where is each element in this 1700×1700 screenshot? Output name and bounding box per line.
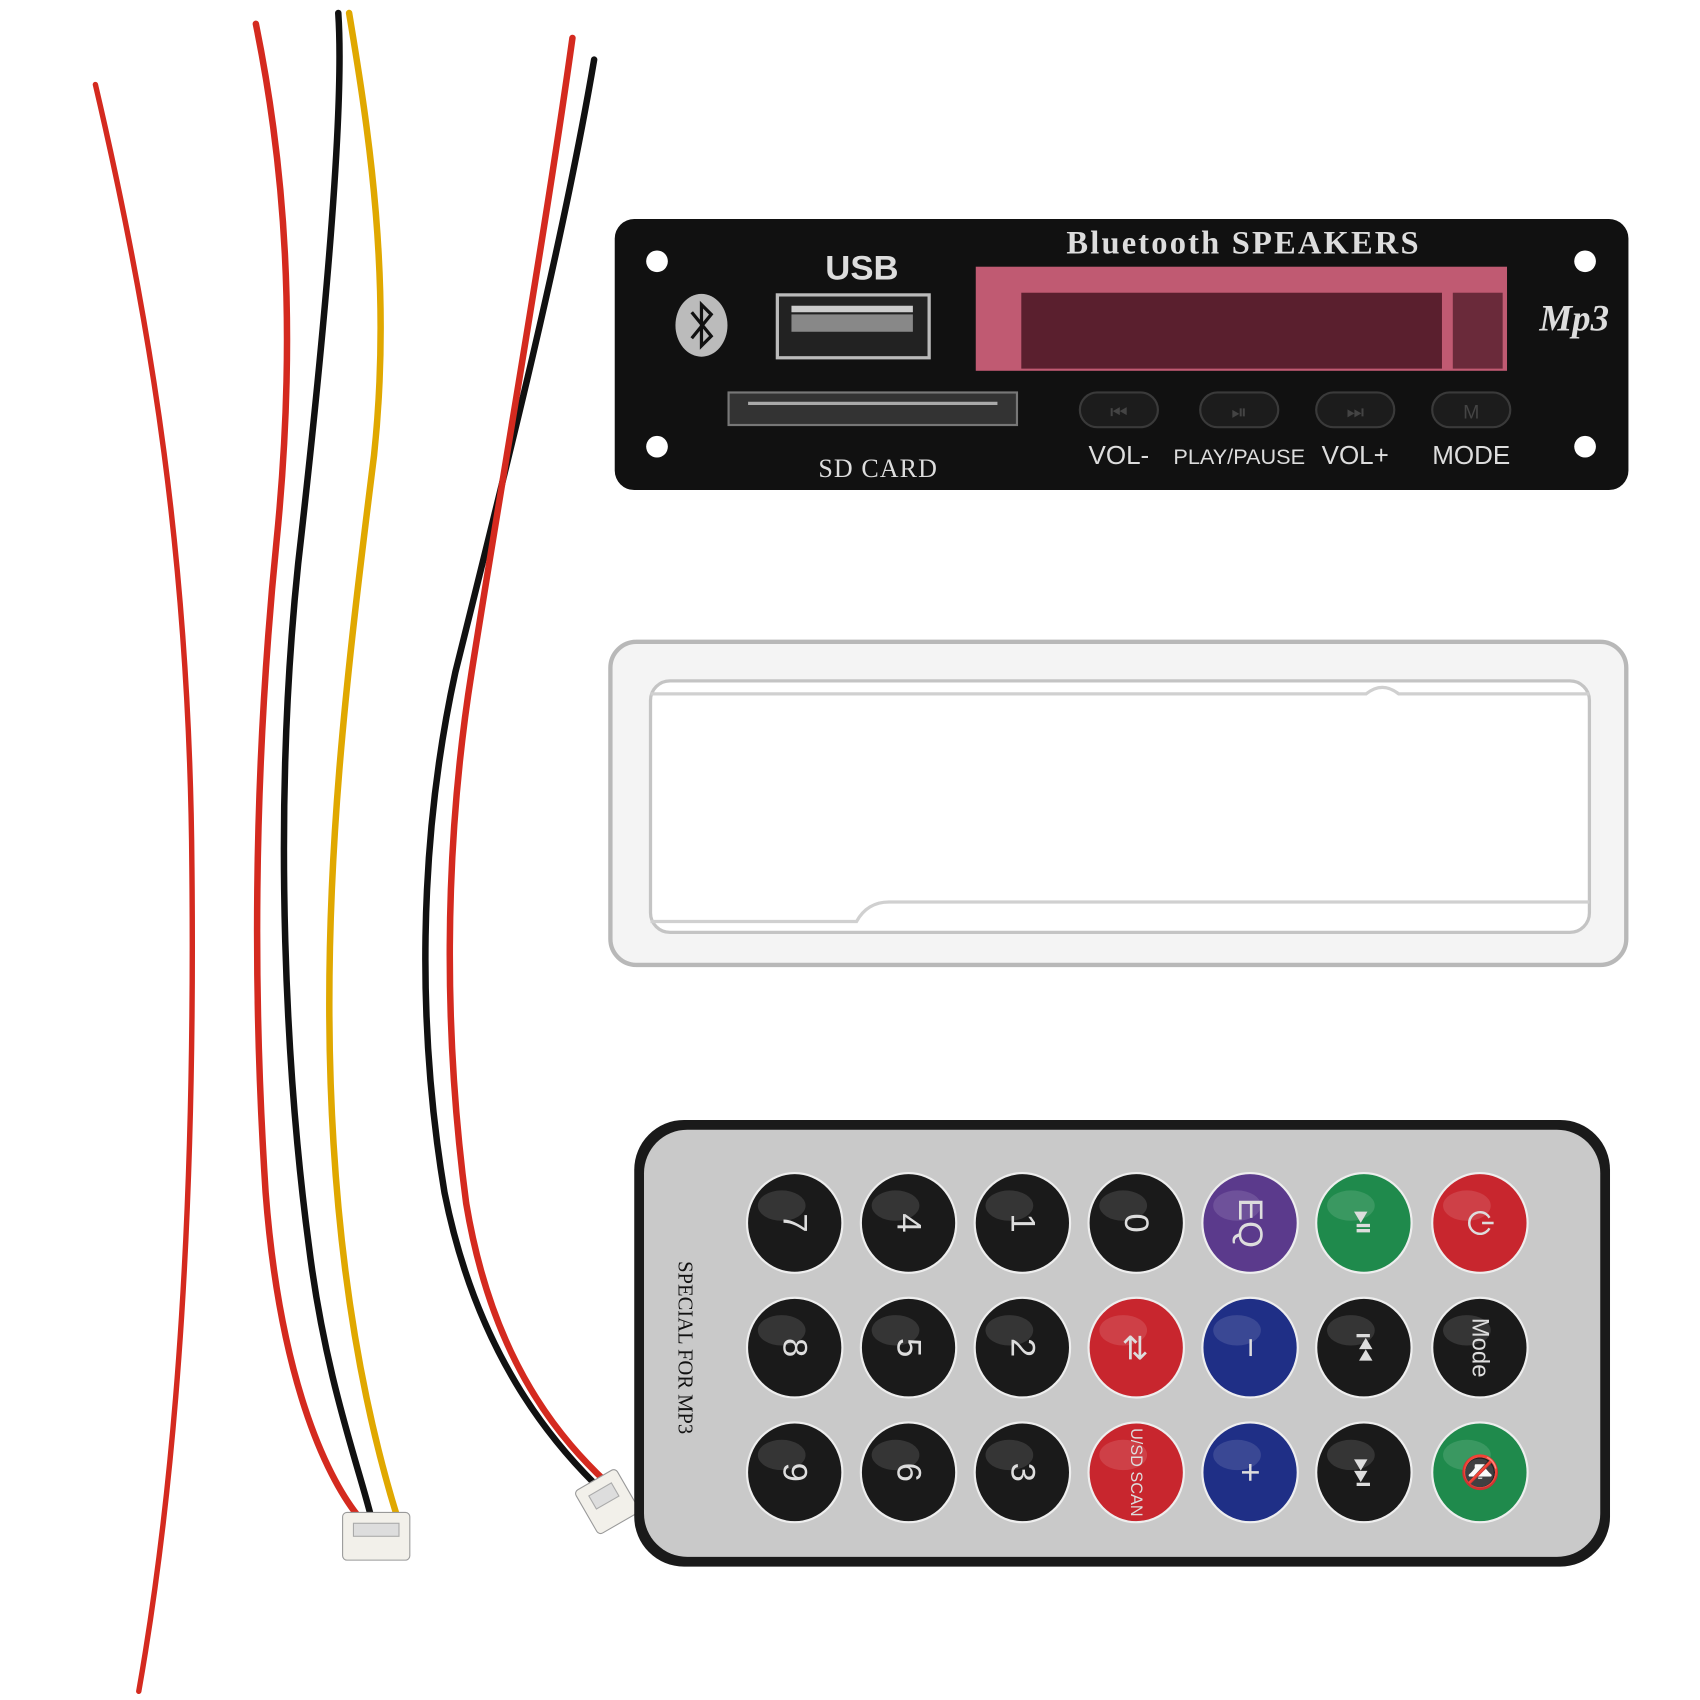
previous-icon: ⏮ [1110,401,1128,423]
panel-title: Bluetooth SPEAKERS [1066,226,1420,262]
sd-card-slot[interactable] [727,391,1019,427]
remote-button-label: 8 [776,1338,814,1357]
remote-button[interactable]: 0 [1087,1172,1186,1274]
play-pause-icon: ⏯ [1346,1210,1382,1236]
remote-button-label: U/SD SCAN [1127,1428,1145,1517]
remote-side-text: SPECIAL FOR MP3 [674,1261,696,1434]
mounting-hole [1574,435,1596,458]
ir-remote-control: SPECIAL FOR MP3 7 4 1 0 EQ ⏯ ⏻ 8 5 2 ⇄ − ⏮ Mode 9 6 3 U/S… [634,1119,1611,1567]
panel-button-label: MODE [1432,440,1510,470]
usb-label: USB [825,250,898,288]
wire-red-2pin [446,34,611,1487]
remote-button-label: 9 [776,1463,814,1482]
remote-button-label: 5 [890,1338,928,1357]
remote-button[interactable]: 5 [859,1296,958,1399]
remote-button-label: Mode [1466,1318,1493,1378]
panel-button-label: PLAY/PAUSE [1173,444,1305,469]
panel-button-vol-[interactable]: ⏮ VOL- [1078,391,1159,470]
wire-red-3pin [252,20,362,1519]
next-icon: ⏭ [1346,1458,1382,1487]
remote-button[interactable]: 1 [973,1172,1072,1274]
panel-button-play-pause[interactable]: ⏯ PLAY/PAUSE [1173,391,1305,469]
remote-button[interactable]: 7 [745,1172,844,1274]
remote-button-label: 1 [1003,1213,1041,1232]
panel-button-mode[interactable]: M MODE [1431,391,1512,470]
remote-button[interactable]: ⏯ [1315,1172,1413,1274]
mp3-decoder-panel: USB SD CARD Bluetooth SPEAKERS Mp3 ⏮ VOL-… [614,219,1629,491]
panel-button-vol-[interactable]: ⏭ VOL+ [1315,391,1396,470]
remote-button[interactable]: − [1201,1296,1299,1399]
mounting-hole [646,250,668,273]
wire-harness [92,9,640,1695]
remote-button[interactable]: 4 [859,1172,958,1274]
repeat-icon: ⇄ [1118,1334,1154,1361]
remote-button[interactable]: EQ [1201,1172,1299,1274]
power-icon: ⏻ [1462,1210,1498,1236]
remote-button[interactable]: ⏻ [1431,1172,1529,1274]
remote-button-label: + [1231,1462,1269,1482]
remote-button[interactable]: Mode [1431,1296,1529,1399]
remote-button-label: 3 [1003,1463,1041,1482]
wire-red-single [92,81,196,1695]
remote-button-label: 0 [1117,1213,1155,1232]
play-pause-icon: ⏯ [1231,401,1247,423]
remote-button[interactable]: ⇄ [1087,1296,1186,1399]
wire-yellow-3pin [326,9,401,1519]
remote-button-label: 2 [1003,1338,1041,1357]
remote-button-label: 4 [890,1213,928,1232]
connector-3pin [342,1511,411,1561]
clear-bezel-frame [608,639,1629,968]
panel-button-label: VOL- [1089,440,1150,470]
usb-port[interactable] [775,293,931,360]
remote-button[interactable]: + [1201,1421,1299,1524]
led-display [975,266,1508,371]
mounting-hole [646,435,668,458]
wire-black-3pin [280,9,375,1519]
remote-button[interactable]: 8 [745,1296,844,1399]
remote-button[interactable]: 9 [745,1421,844,1524]
mounting-hole [1574,250,1596,273]
remote-button[interactable]: 2 [973,1296,1072,1399]
remote-button[interactable]: 🔇 [1431,1421,1529,1524]
remote-button-label: 6 [890,1463,928,1482]
mp3-logo: Mp3 [1538,298,1609,339]
remote-button[interactable]: 6 [859,1421,958,1524]
remote-button-label: 7 [776,1213,814,1232]
mode-m-icon: M [1463,401,1479,423]
remote-button-label: EQ [1231,1198,1269,1248]
next-icon: ⏭ [1346,401,1364,423]
remote-button[interactable]: 3 [973,1421,1072,1524]
remote-button[interactable]: ⏮ [1315,1296,1413,1399]
connector-2pin [575,1469,640,1535]
sd-card-label: SD CARD [818,454,938,483]
previous-icon: ⏮ [1346,1333,1382,1362]
remote-button-label: − [1231,1338,1269,1358]
wire-black-2pin [422,56,598,1487]
mute-icon: 🔇 [1461,1452,1499,1493]
remote-button[interactable]: ⏭ [1315,1421,1413,1524]
panel-button-label: VOL+ [1322,440,1389,470]
bluetooth-icon [675,293,728,357]
remote-button[interactable]: U/SD SCAN [1087,1421,1186,1524]
